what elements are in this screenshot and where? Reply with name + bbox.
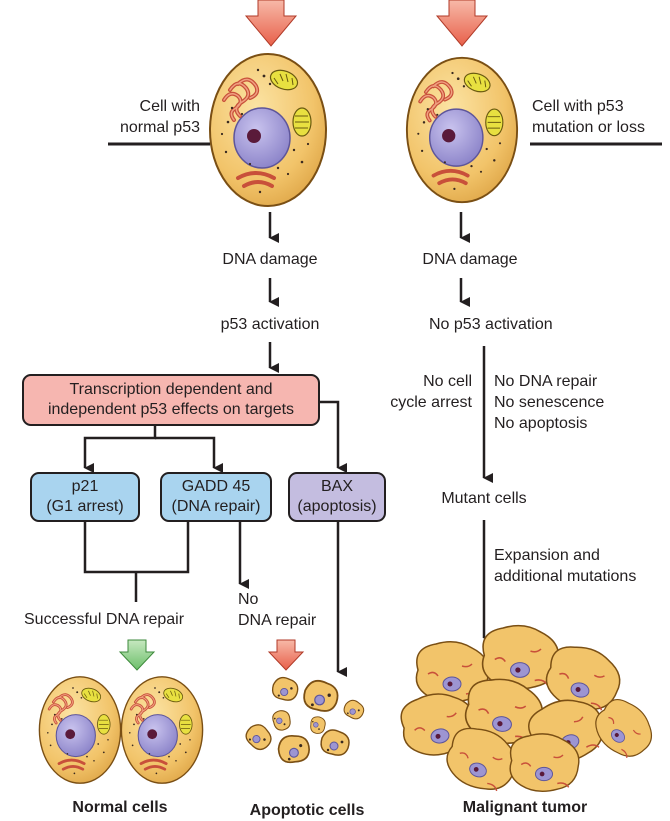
arrow-transcription-to-bax — [320, 400, 347, 473]
apoptotic-cells-label: Apoptotic cells — [249, 802, 365, 819]
malignant-tumor — [396, 624, 663, 799]
right-dna-damage: DNA damage — [422, 251, 518, 268]
bax-line1: BAX — [320, 478, 353, 495]
expansion-line2: additional mutations — [494, 568, 637, 585]
no-cell-cycle-arrest: No cell cycle arrest — [360, 371, 472, 413]
gadd45-box: GADD 45 (DNA repair) — [160, 472, 272, 522]
right-cell-label: Cell with p53 mutation or loss — [532, 96, 645, 138]
left-input-arrow — [244, 0, 298, 47]
no-p53-activation: No p53 activation — [429, 316, 553, 333]
gadd-line1: GADD 45 — [181, 478, 251, 495]
normal-cells-label: Normal cells — [72, 799, 168, 816]
no-repair-line1: No — [238, 591, 259, 608]
bax-line2: (apoptosis) — [297, 498, 377, 515]
gadd-line2: (DNA repair) — [171, 498, 261, 515]
left-normal-cell — [208, 52, 328, 208]
p21-line1: p21 — [71, 478, 99, 495]
right-effects: No DNA repair No senescence No apoptosis — [494, 371, 604, 434]
p21-box: p21 (G1 arrest) — [30, 472, 140, 522]
arrow-transcription-to-gadd — [155, 436, 223, 473]
transcription-line2: independent p53 effects on targets — [47, 401, 295, 418]
left-dna-damage: DNA damage — [222, 251, 318, 268]
right-mutant-cell — [404, 55, 519, 205]
expansion-label: Expansion and additional mutations — [494, 545, 636, 587]
normal-cell-left — [38, 675, 122, 785]
right-input-arrow — [435, 0, 489, 47]
mutant-cells: Mutant cells — [441, 490, 527, 507]
right-cell-label-line1: Cell with p53 — [532, 98, 624, 115]
left-cell-label-line2: normal p53 — [119, 119, 200, 136]
p53-activation: p53 activation — [220, 316, 320, 333]
effects-line1: No DNA repair — [494, 373, 598, 390]
effects-line3: No apoptosis — [494, 415, 588, 432]
join-p21-gadd — [83, 522, 190, 574]
transcription-line1: Transcription dependent and — [69, 381, 273, 398]
no-arrest-line1: No cell — [423, 373, 472, 390]
right-cell-label-line2: mutation or loss — [532, 119, 645, 136]
bax-box: BAX (apoptosis) — [288, 472, 386, 522]
no-repair-apoptosis-arrow — [267, 639, 305, 671]
left-cell-label-line1: Cell with — [139, 98, 200, 115]
arrow-transcription-split — [83, 426, 157, 473]
repair-success-arrow — [118, 639, 156, 671]
transcription-box: Transcription dependent and independent … — [22, 374, 320, 426]
apoptotic-fragments — [241, 676, 367, 768]
expansion-line1: Expansion and — [494, 547, 600, 564]
no-dna-repair: No DNA repair — [238, 589, 316, 631]
left-cell-label: Cell with normal p53 — [100, 96, 200, 138]
no-arrest-line2: cycle arrest — [390, 394, 472, 411]
p21-line2: (G1 arrest) — [46, 498, 124, 515]
normal-cell-right — [120, 675, 205, 785]
effects-line2: No senescence — [494, 394, 605, 411]
no-repair-line2: DNA repair — [238, 612, 317, 629]
malignant-tumor-label: Malignant tumor — [462, 799, 588, 816]
successful-dna-repair: Successful DNA repair — [24, 611, 185, 628]
